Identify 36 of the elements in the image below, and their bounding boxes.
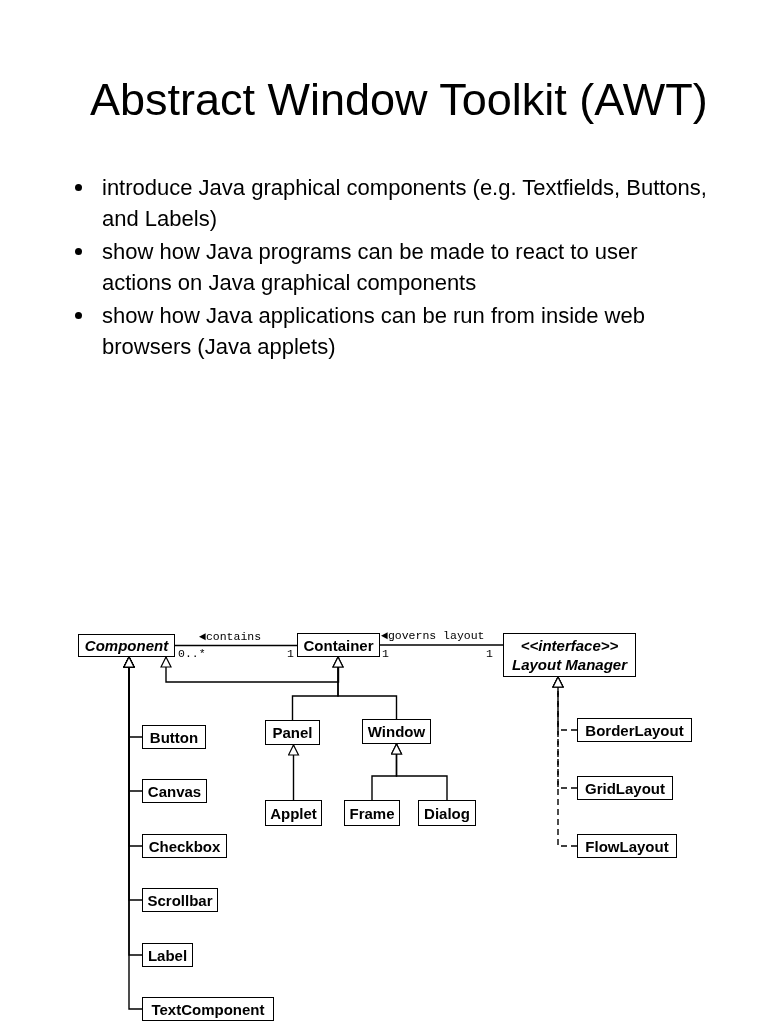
multiplicity-label: 0..* bbox=[178, 648, 206, 660]
inheritance-arrow bbox=[332, 656, 398, 720]
class-box bbox=[503, 633, 636, 677]
class-box: Component bbox=[78, 634, 175, 657]
association-line bbox=[379, 644, 504, 646]
stereotype-text: <<interface>> bbox=[520, 636, 619, 655]
multiplicity-label: 1 bbox=[287, 648, 294, 660]
class-box: Label bbox=[142, 943, 193, 967]
edge-label: ◄governs layout bbox=[381, 630, 485, 642]
class-box: FlowLayout bbox=[577, 834, 677, 858]
class-box: Container bbox=[297, 633, 380, 657]
class-box: BorderLayout bbox=[577, 718, 692, 742]
inheritance-arrow bbox=[287, 744, 300, 801]
slide-title: Abstract Window Toolkit (AWT) bbox=[90, 74, 708, 126]
class-box: Window bbox=[362, 719, 431, 744]
bullet-text: show how Java applications can be run from inside web browsers (Java applets) bbox=[102, 303, 645, 359]
class-box: Dialog bbox=[418, 800, 476, 826]
class-box: GridLayout bbox=[577, 776, 673, 800]
association-line bbox=[174, 644, 298, 647]
class-box: Checkbox bbox=[142, 834, 227, 858]
class-box: TextComponent bbox=[142, 997, 274, 1021]
class-box: Applet bbox=[265, 800, 322, 826]
class-name: Layout Manager bbox=[512, 655, 627, 674]
inheritance-arrow bbox=[160, 656, 340, 683]
class-box: Button bbox=[142, 725, 206, 749]
inheritance-arrow bbox=[390, 743, 448, 801]
class-box: Frame bbox=[344, 800, 400, 826]
bullet-text: introduce Java graphical components (e.g. Textfields, Buttons, and Labels) bbox=[102, 175, 707, 231]
inheritance-arrow bbox=[123, 656, 143, 1010]
class-box: Scrollbar bbox=[142, 888, 218, 912]
realization-arrow bbox=[552, 676, 578, 847]
multiplicity-label: 1 bbox=[486, 648, 493, 660]
multiplicity-label: 1 bbox=[382, 648, 389, 660]
edge-label: ◄contains bbox=[199, 631, 262, 643]
class-box: Panel bbox=[265, 720, 320, 745]
class-box: Canvas bbox=[142, 779, 207, 803]
